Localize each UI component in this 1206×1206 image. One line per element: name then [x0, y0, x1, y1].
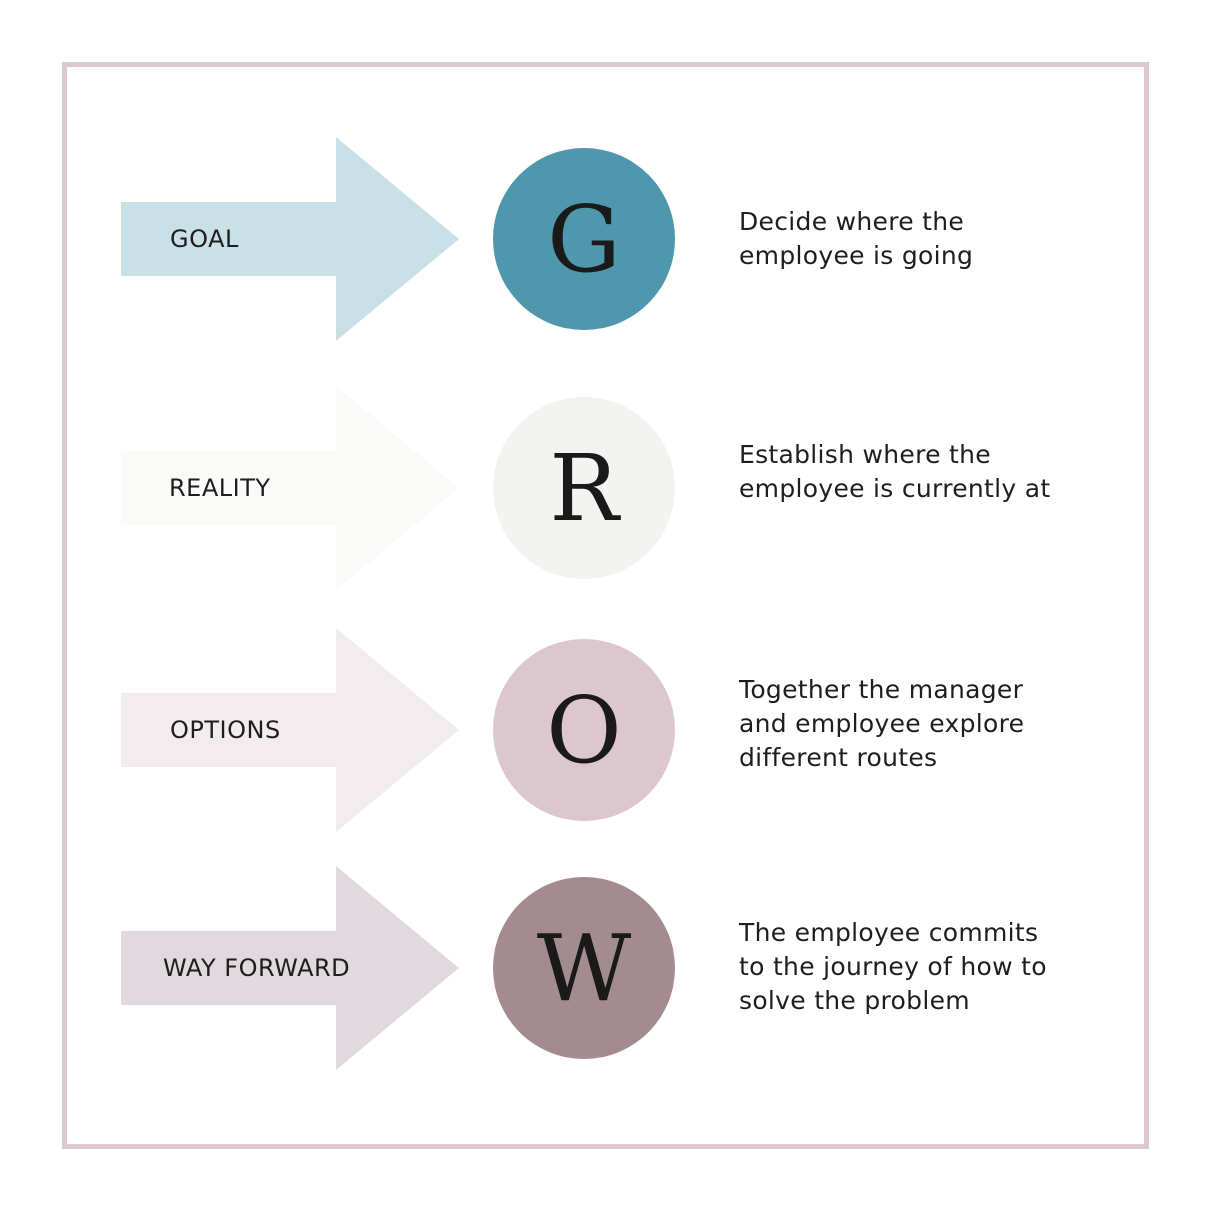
step-letter: R	[549, 434, 619, 542]
arrow-shape	[121, 386, 459, 590]
description-line: employee is going	[739, 241, 974, 270]
grow-step-goal: GOAL G Decide where the employee is going	[0, 137, 1206, 347]
description-line: employee is currently at	[739, 474, 1051, 503]
step-description: The employee commits to the journey of ho…	[739, 916, 1047, 1018]
diagram-frame	[62, 62, 1149, 1149]
description-line: Together the manager	[739, 675, 1024, 704]
description-line: different routes	[739, 743, 938, 772]
arrow-shape	[121, 137, 459, 341]
step-label: OPTIONS	[170, 716, 281, 744]
arrow-shape	[121, 866, 459, 1070]
step-letter: O	[546, 676, 622, 784]
arrow-icon	[121, 137, 459, 341]
description-line: and employee explore	[739, 709, 1025, 738]
step-label: REALITY	[169, 474, 271, 502]
step-description: Establish where the employee is currently…	[739, 438, 1050, 506]
arrow-icon	[121, 866, 459, 1070]
letter-circle: O	[493, 639, 675, 821]
description-line: Decide where the	[739, 207, 965, 236]
description-line: to the journey of how to	[739, 952, 1047, 981]
description-line: The employee commits	[739, 918, 1039, 947]
grow-step-reality: REALITY R Establish where the employee is…	[0, 386, 1206, 596]
step-letter: W	[536, 914, 632, 1022]
letter-circle: R	[493, 397, 675, 579]
description-line: solve the problem	[739, 986, 970, 1015]
letter-circle: G	[493, 148, 675, 330]
arrow-icon	[121, 386, 459, 590]
step-label: WAY FORWARD	[163, 954, 351, 982]
step-label: GOAL	[170, 225, 239, 253]
arrow-shape	[121, 628, 459, 832]
step-description: Decide where the employee is going	[739, 205, 973, 273]
grow-step-options: OPTIONS O Together the manager and employ…	[0, 628, 1206, 838]
grow-step-way-forward: WAY FORWARD W The employee commits to the…	[0, 866, 1206, 1076]
step-letter: G	[547, 185, 621, 293]
step-description: Together the manager and employee explore…	[739, 673, 1024, 775]
description-line: Establish where the	[739, 440, 991, 469]
arrow-icon	[121, 628, 459, 832]
letter-circle: W	[493, 877, 675, 1059]
